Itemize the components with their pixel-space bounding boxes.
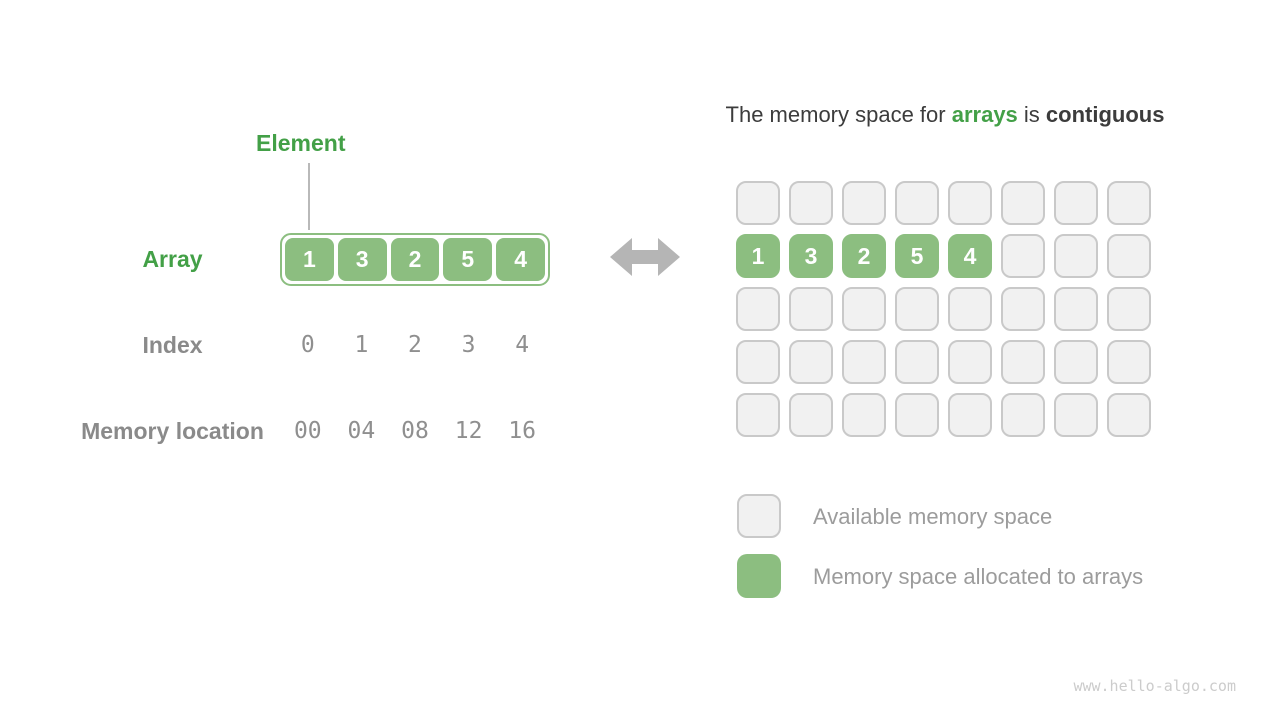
title-middle: is <box>1017 102 1046 127</box>
memory-cell <box>1054 340 1098 384</box>
memory-cell <box>736 181 780 225</box>
memory-location-label: Memory location <box>81 418 264 444</box>
memory-cell <box>895 287 939 331</box>
memory-cell <box>736 393 780 437</box>
allocated-cell: 5 <box>895 234 939 278</box>
array-cell: 1 <box>285 238 334 281</box>
index-value: 3 <box>461 332 476 358</box>
memory-cell <box>789 393 833 437</box>
index-value: 0 <box>300 332 315 358</box>
allocated-cell: 1 <box>736 234 780 278</box>
memory-cell <box>736 340 780 384</box>
allocated-memory-label: Memory space allocated to arrays <box>813 564 1144 589</box>
memory-location-row: 00 04 08 12 16 <box>280 417 550 445</box>
memory-location-value: 08 <box>401 418 429 444</box>
allocated-memory-swatch <box>737 554 781 598</box>
memory-cell <box>789 340 833 384</box>
memory-cell <box>1054 181 1098 225</box>
memory-cell <box>1107 393 1151 437</box>
array-cell: 2 <box>390 238 440 281</box>
watermark: www.hello-algo.com <box>1073 677 1236 695</box>
right-title: The memory space for arrays is contiguou… <box>640 101 1250 129</box>
memory-cell <box>1001 340 1045 384</box>
memory-cell <box>1001 181 1045 225</box>
array-label: Array <box>142 246 203 272</box>
element-pointer-line <box>308 163 310 230</box>
memory-cell <box>789 181 833 225</box>
memory-location-value: 04 <box>347 418 376 444</box>
available-memory-swatch <box>737 494 781 538</box>
memory-cell <box>948 340 992 384</box>
memory-cell <box>895 393 939 437</box>
index-value: 1 <box>354 332 369 358</box>
title-prefix: The memory space for <box>725 102 952 127</box>
memory-location-value: 00 <box>293 418 322 444</box>
title-bold-contiguous: contiguous <box>1045 102 1165 127</box>
memory-cell <box>948 393 992 437</box>
array-cell: 4 <box>496 238 545 281</box>
element-label: Element <box>256 130 346 156</box>
memory-cell <box>842 181 886 225</box>
memory-cell <box>789 287 833 331</box>
memory-cell <box>1054 234 1098 278</box>
array-cell: 5 <box>443 238 493 281</box>
memory-cell <box>1107 181 1151 225</box>
memory-cell <box>895 181 939 225</box>
memory-cell <box>1001 287 1045 331</box>
memory-cell <box>736 287 780 331</box>
memory-cell <box>948 287 992 331</box>
memory-cell <box>842 287 886 331</box>
index-label: Index <box>142 332 203 358</box>
memory-cell <box>1054 393 1098 437</box>
allocated-cell: 2 <box>842 234 886 278</box>
memory-cell <box>842 340 886 384</box>
allocated-cell: 4 <box>948 234 992 278</box>
double-headed-arrow-icon <box>610 238 680 276</box>
index-row: 0 1 2 3 4 <box>280 331 550 359</box>
array-cell: 3 <box>337 238 387 281</box>
allocated-cell: 3 <box>789 234 833 278</box>
memory-cell <box>1001 234 1045 278</box>
memory-cell <box>948 181 992 225</box>
memory-location-value: 12 <box>454 418 483 444</box>
available-memory-label: Available memory space <box>813 504 1053 529</box>
memory-cell <box>1107 287 1151 331</box>
memory-cell <box>1001 393 1045 437</box>
index-value: 2 <box>408 332 422 358</box>
memory-location-value: 16 <box>508 418 537 444</box>
memory-cell <box>1107 340 1151 384</box>
title-highlight-arrays: arrays <box>951 102 1018 127</box>
memory-cell <box>895 340 939 384</box>
memory-cell <box>842 393 886 437</box>
memory-cell <box>1054 287 1098 331</box>
index-value: 4 <box>515 332 530 358</box>
memory-cell <box>1107 234 1151 278</box>
